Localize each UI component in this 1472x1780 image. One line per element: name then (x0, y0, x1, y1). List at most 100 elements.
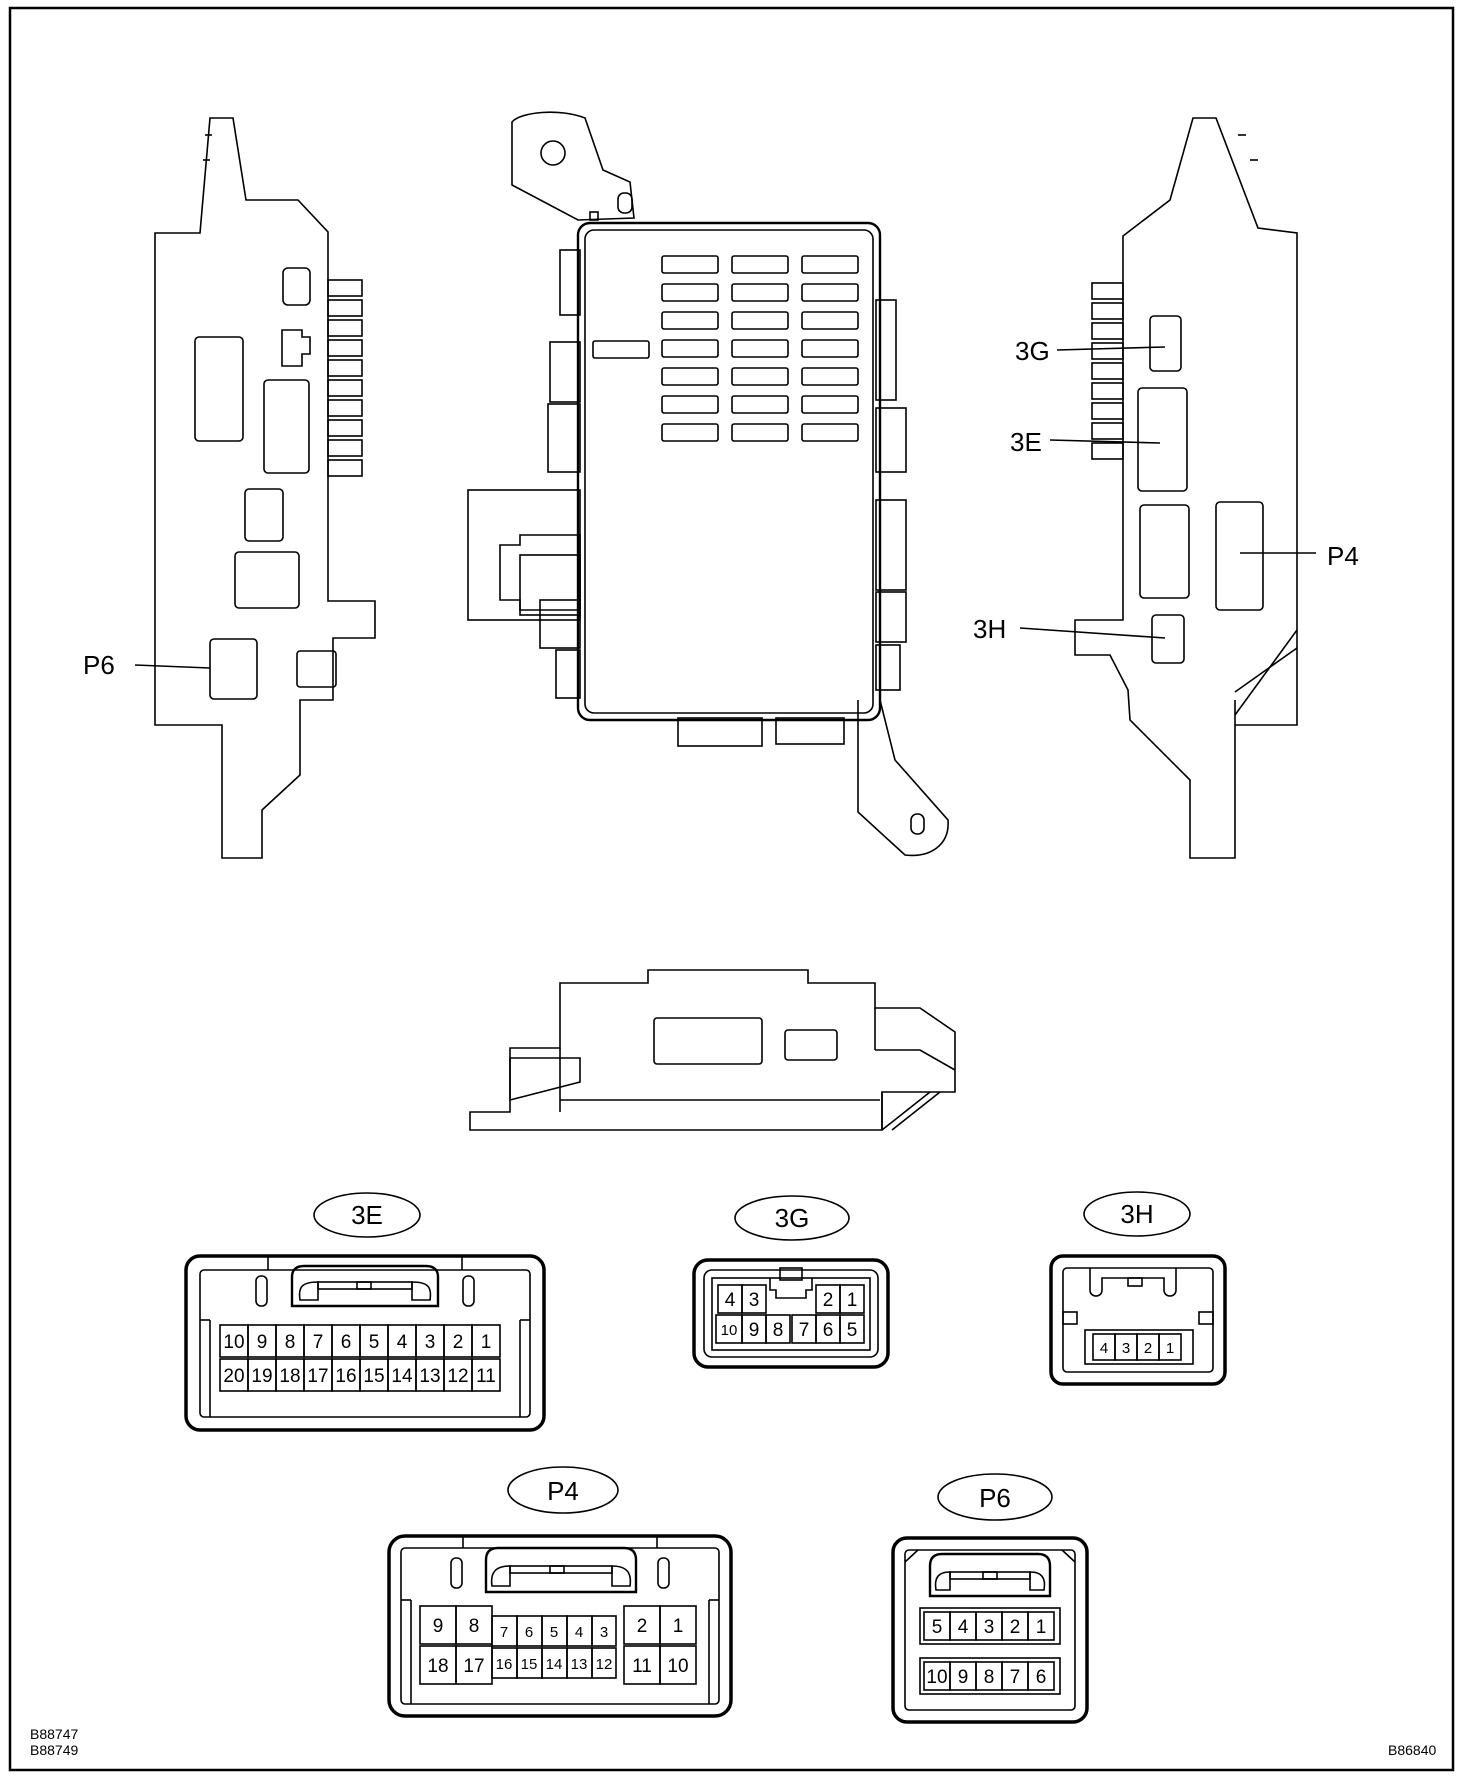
pin-label: 11 (632, 1656, 652, 1677)
pin-3e-9: 9 (247, 1324, 277, 1358)
pin-label: 1 (481, 1332, 492, 1353)
pin-3e-1: 1 (471, 1324, 501, 1358)
pin-p4-6: 6 (516, 1615, 543, 1647)
pin-label: 12 (447, 1366, 468, 1387)
pin-label: 8 (285, 1332, 296, 1353)
junction-block-left-view: P6 (83, 117, 376, 859)
pin-p4-5: 5 (541, 1615, 568, 1647)
pin-label: 6 (1036, 1667, 1047, 1688)
callout-label-p6: P6 (83, 650, 115, 680)
junction-block-front-view (467, 111, 949, 857)
pin-p4-3: 3 (591, 1615, 617, 1647)
connector-p6: P6 5 4 3 2 1 10 9 8 7 6 (891, 1473, 1089, 1724)
pin-label: 3 (749, 1290, 760, 1311)
pin-p6-5: 5 (923, 1611, 951, 1641)
connector-3h-pins: 4 3 2 1 (1092, 1333, 1182, 1361)
pin-3e-20: 20 (219, 1358, 249, 1392)
pin-p6-9: 9 (949, 1661, 977, 1691)
pin-label: 7 (1010, 1667, 1021, 1688)
pin-3h-3: 3 (1114, 1333, 1138, 1361)
pin-3e-12: 12 (443, 1358, 473, 1392)
pin-label: 4 (958, 1617, 969, 1638)
pin-p6-1: 1 (1027, 1611, 1055, 1641)
3e-leader-line (1049, 439, 1161, 444)
connector-p4: P4 9 8 7 6 5 4 3 2 1 18 17 16 15 14 (387, 1466, 733, 1718)
pin-p4-9: 9 (419, 1605, 457, 1645)
pin-label: 7 (799, 1320, 810, 1341)
pin-p4-14: 14 (541, 1647, 568, 1679)
pin-label: 3 (984, 1617, 995, 1638)
connector-p4-pins: 9 8 7 6 5 4 3 2 1 18 17 16 15 14 13 12 1… (419, 1605, 697, 1685)
pin-label: 3 (1122, 1340, 1130, 1357)
pin-label: 10 (667, 1656, 688, 1677)
pin-label: 15 (363, 1366, 384, 1387)
pin-label: 1 (847, 1290, 858, 1311)
pin-p4-18: 18 (419, 1645, 457, 1685)
pin-label: 3 (600, 1624, 608, 1641)
pin-label: 6 (341, 1332, 352, 1353)
pin-label: 17 (307, 1366, 328, 1387)
pin-label: 1 (1036, 1617, 1047, 1638)
pin-p4-10: 10 (659, 1645, 697, 1685)
pin-3h-2: 2 (1136, 1333, 1160, 1361)
pin-label: 9 (749, 1320, 760, 1341)
pin-3h-1: 1 (1158, 1333, 1182, 1361)
pin-p6-4: 4 (949, 1611, 977, 1641)
pin-label: 7 (500, 1624, 508, 1641)
pin-label: 13 (571, 1656, 588, 1673)
connector-3g-pins: 4 3 2 1 10 9 8 7 6 5 (715, 1284, 865, 1344)
pin-label: 8 (469, 1616, 480, 1637)
pin-3g-3: 3 (741, 1284, 767, 1314)
pin-label: 2 (453, 1332, 464, 1353)
pin-3g-6: 6 (815, 1314, 841, 1344)
pin-p6-6: 6 (1027, 1661, 1055, 1691)
pin-label: 6 (525, 1624, 533, 1641)
pin-3g-1: 1 (839, 1284, 865, 1314)
pin-3e-18: 18 (275, 1358, 305, 1392)
pin-p4-12: 12 (591, 1647, 617, 1679)
pin-p6-7: 7 (1001, 1661, 1029, 1691)
pin-p4-4: 4 (566, 1615, 593, 1647)
pin-p6-3: 3 (975, 1611, 1003, 1641)
connector-p4-label: P4 (547, 1476, 579, 1506)
connector-3e-pins: 10 9 8 7 6 5 4 3 2 1 20 19 18 17 16 15 1… (219, 1324, 501, 1392)
pin-3e-15: 15 (359, 1358, 389, 1392)
pin-3e-3: 3 (415, 1324, 445, 1358)
pin-label: 16 (496, 1656, 513, 1673)
pin-p4-17: 17 (455, 1645, 493, 1685)
pin-p6-10: 10 (923, 1661, 951, 1691)
connector-p6-label: P6 (979, 1483, 1011, 1513)
pin-3e-2: 2 (443, 1324, 473, 1358)
pin-label: 5 (847, 1320, 858, 1341)
pin-3e-17: 17 (303, 1358, 333, 1392)
pin-p6-8: 8 (975, 1661, 1003, 1691)
page-frame (8, 6, 1455, 1772)
pin-3e-11: 11 (471, 1358, 501, 1392)
pin-3e-5: 5 (359, 1324, 389, 1358)
pin-label: 1 (1166, 1340, 1174, 1357)
figure-code-3: B86840 (1388, 1742, 1436, 1758)
pin-label: 10 (721, 1322, 738, 1339)
pin-label: 16 (335, 1366, 356, 1387)
figure-code-2: B88749 (30, 1742, 78, 1758)
pin-3e-8: 8 (275, 1324, 305, 1358)
pin-3e-4: 4 (387, 1324, 417, 1358)
junction-block-bottom-view (469, 969, 956, 1131)
pin-p4-13: 13 (566, 1647, 593, 1679)
pin-label: 10 (223, 1332, 244, 1353)
pin-label: 7 (313, 1332, 324, 1353)
pin-label: 4 (725, 1290, 736, 1311)
pin-label: 14 (391, 1366, 413, 1387)
pin-label: 8 (773, 1320, 784, 1341)
pin-label: 6 (823, 1320, 834, 1341)
pin-3g-9: 9 (741, 1314, 767, 1344)
pin-3e-7: 7 (303, 1324, 333, 1358)
connector-3h-label: 3H (1120, 1199, 1153, 1229)
callout-label-3g: 3G (1015, 336, 1050, 366)
connector-3e: 3E 10 9 8 7 6 5 4 3 2 1 20 19 18 17 (184, 1192, 546, 1432)
connector-3g-tag (734, 1195, 850, 1241)
pin-label: 5 (932, 1617, 943, 1638)
pin-3e-19: 19 (247, 1358, 277, 1392)
pin-3h-4: 4 (1092, 1333, 1116, 1361)
callout-label-p4: P4 (1327, 541, 1359, 571)
